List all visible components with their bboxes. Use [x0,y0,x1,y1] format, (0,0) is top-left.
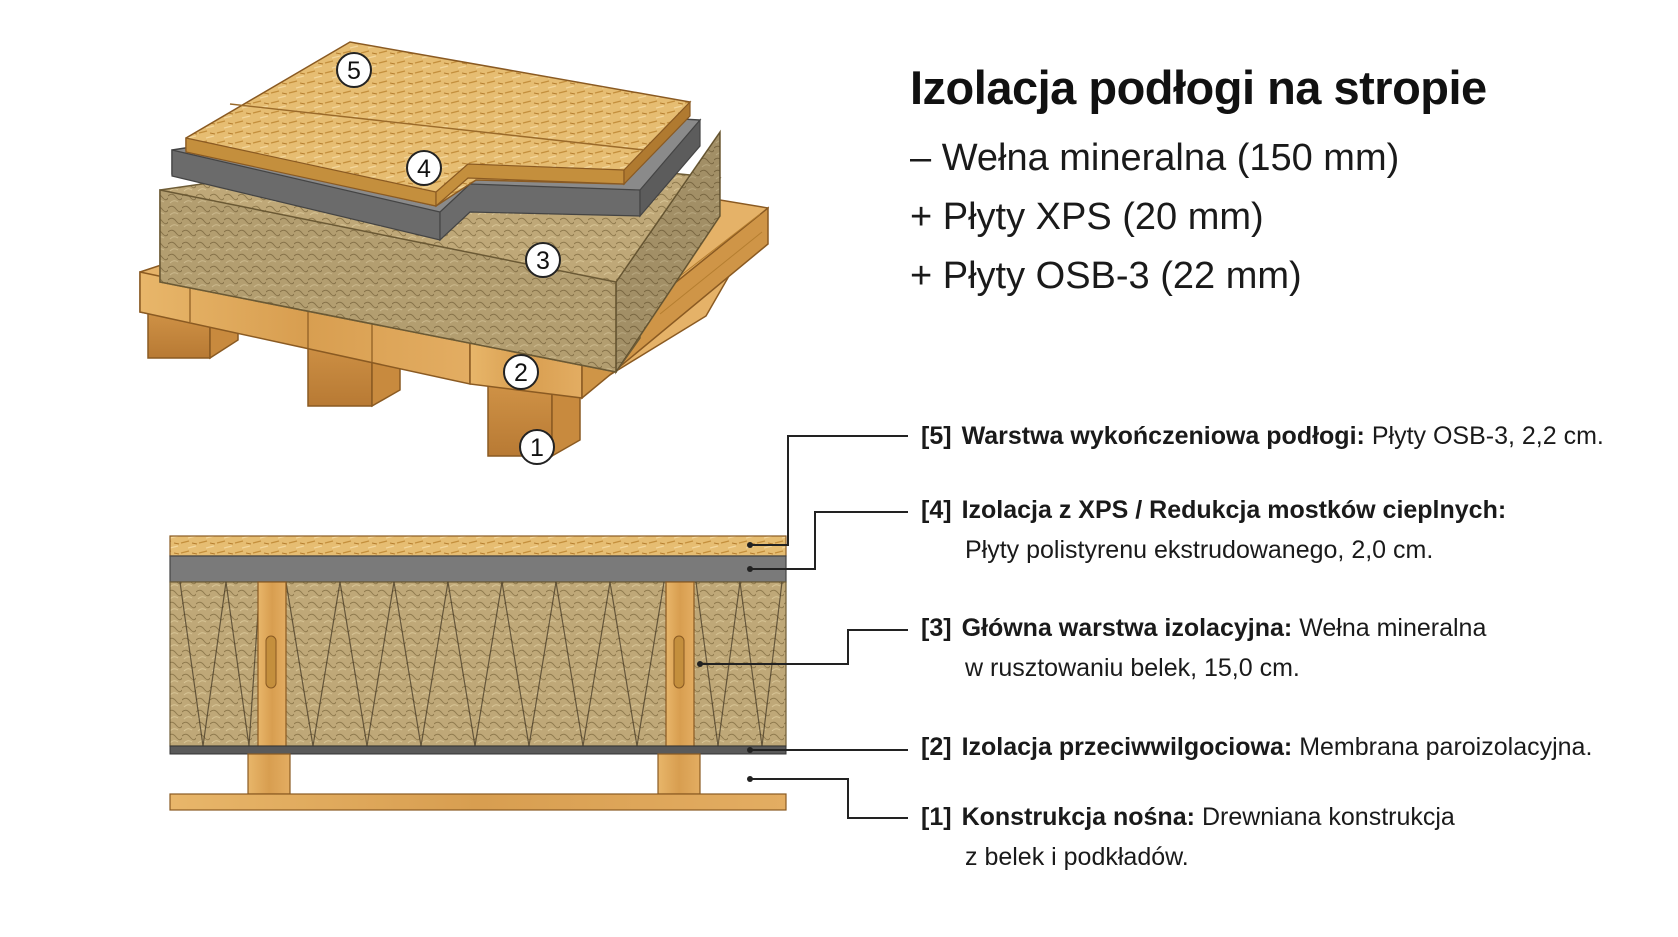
layer-4-number: [4] [921,496,952,524]
leader-lines [700,435,908,819]
layer-3-name: Główna warstwa izolacyjna: [961,614,1293,642]
layer-2-description: [2] Izolacja przeciwwilgociowa:Membrana p… [921,733,1592,762]
number-markers: 1 2 3 4 5 [336,52,561,465]
marker-4: 4 [406,150,442,186]
isometric-view [139,41,770,458]
heading-line-osb: + Płyty OSB-3 (22 mm) [910,255,1302,297]
layer-5-number: [5] [921,422,952,450]
layer-5-detail: Płyty OSB-3, 2,2 cm. [1371,422,1604,450]
layer-2-number: [2] [921,733,952,761]
layer-5-description: [5] Warstwa wykończeniowa podłogi:Płyty O… [921,422,1604,451]
layer-1-name: Konstrukcja nośna: [961,803,1195,831]
layer-4-description: [4] Izolacja z XPS / Redukcja mostków cie… [921,496,1513,525]
marker-2: 2 [503,354,539,390]
iso-osb-board [185,41,692,208]
section-xps-layer [169,555,787,583]
section-bottom-plank [169,793,787,811]
section-osb-layer [169,535,787,557]
layer-5-name: Warstwa wykończeniowa podłogi: [961,422,1365,450]
marker-2-label: 2 [514,359,528,387]
marker-3: 3 [525,242,561,278]
layer-3-detail: Wełna mineralna [1299,614,1487,642]
layer-3-detail-line2: w rusztowaniu belek, 15,0 cm. [965,654,1300,682]
heading-line-wool: – Wełna mineralna (150 mm) [910,137,1400,179]
marker-4-label: 4 [417,155,431,183]
layer-4-name: Izolacja z XPS / Redukcja mostków ciepln… [961,496,1507,524]
marker-5-label: 5 [347,57,361,85]
marker-5: 5 [336,52,372,88]
layer-4-detail-line2: Płyty polistyrenu ekstrudowanego, 2,0 cm… [965,536,1434,564]
layer-1-number: [1] [921,803,952,831]
layer-1-description: [1] Konstrukcja nośna:Drewniana konstrukc… [921,803,1455,832]
page-title: Izolacja podłogi na stropie [910,61,1487,114]
layer-2-detail: Membrana paroizolacyjna. [1299,733,1593,761]
marker-1-label: 1 [530,434,544,462]
cross-section [169,535,787,811]
marker-1: 1 [519,429,555,465]
section-membrane-layer [169,745,787,755]
heading-line-xps: + Płyty XPS (20 mm) [910,196,1264,238]
layer-1-detail-line2: z belek i podkładów. [965,843,1189,871]
layer-1-detail: Drewniana konstrukcja [1201,803,1455,831]
layer-3-number: [3] [921,614,952,642]
layer-3-description: [3] Główna warstwa izolacyjna:Wełna miner… [921,614,1486,643]
layer-2-name: Izolacja przeciwwilgociowa: [961,733,1293,761]
marker-3-label: 3 [536,247,550,275]
